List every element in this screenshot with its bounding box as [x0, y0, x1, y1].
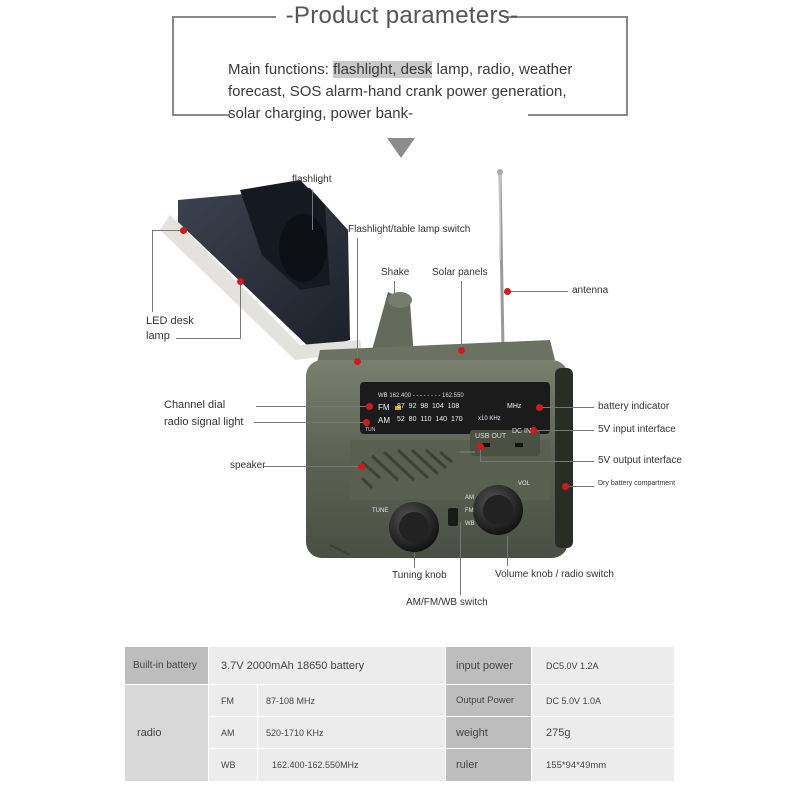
spec-label-fm: FM — [209, 685, 257, 716]
spec-value-ruler: 155*94*49mm — [532, 749, 674, 781]
speaker-grille — [360, 448, 453, 490]
spec-value-builtin-battery: 3.7V 2000mAh 18650 battery — [209, 647, 445, 684]
header-frame — [172, 16, 628, 116]
switch-am-label: AM — [465, 495, 474, 501]
band-switch — [448, 508, 458, 526]
spec-label-builtin-battery: Built-in battery — [125, 647, 208, 684]
spec-label-radio: radio — [125, 685, 208, 781]
dial-window — [360, 382, 550, 434]
label-battery-indicator: battery indicator — [598, 401, 670, 412]
main-functions-rest: lamp, radio, weather forecast, SOS alarm… — [228, 61, 573, 122]
dc-in-port-label: DC IN — [512, 428, 532, 435]
label-antenna: antenna — [572, 285, 609, 296]
tune-label: TUNE — [372, 508, 389, 514]
spec-value-output-power: DC 5.0V 1.0A — [532, 685, 674, 716]
am-band-label: AM — [378, 416, 390, 425]
spec-value-weight: 275g — [532, 717, 674, 748]
label-led-desk-lamp-1: LED desk — [146, 315, 194, 327]
spec-value-input-power: DC5.0V 1.2A — [532, 647, 674, 684]
main-functions-highlight: flashlight, desk — [333, 61, 433, 78]
label-channel-dial: Channel dial — [164, 399, 226, 411]
main-functions-prefix: Main functions: — [228, 61, 334, 78]
spec-label-am: AM — [209, 717, 257, 748]
lamp-head — [160, 180, 362, 360]
spec-value-wb: 162.400-162.550MHz — [258, 749, 445, 781]
label-5v-input: 5V input interface — [598, 424, 676, 435]
spec-label-wb: WB — [209, 749, 257, 781]
arrow-down-icon — [387, 138, 415, 158]
page-title: -Product parameters- — [285, 2, 519, 29]
switch-wb-label: WB — [465, 521, 475, 527]
usb-out-port-label: USB OUT — [475, 433, 507, 440]
label-5v-output: 5V output interface — [598, 455, 682, 466]
spec-label-ruler: ruler — [446, 749, 531, 781]
wb-scale: WB 162.400 - - - - - - - - 162.550 — [378, 393, 464, 399]
label-shake: Shake — [381, 267, 410, 278]
label-dry-battery: Dry battery compartment — [598, 480, 676, 487]
specs-table: Built-in battery 3.7V 2000mAh 18650 batt… — [125, 647, 674, 781]
radio-illustration — [160, 169, 573, 558]
label-speaker: speaker — [230, 460, 266, 471]
fm-scale: 87 92 98 104 108 — [397, 403, 460, 410]
fm-band-label: FM — [378, 403, 390, 412]
am-unit: x10 KHz — [478, 416, 501, 422]
label-solar-panels: Solar panels — [432, 267, 488, 278]
crank-handle — [372, 292, 414, 358]
label-tuning-knob: Tuning knob — [392, 570, 447, 581]
spec-label-input-power: input power — [446, 647, 531, 684]
label-radio-signal-light: radio signal light — [164, 416, 244, 428]
main-functions-text: Main functions: flashlight, desk lamp, r… — [228, 59, 588, 125]
label-flashlight: flashlight — [292, 174, 332, 185]
switch-fm-label: FM — [465, 508, 474, 514]
spec-label-output-power: Output Power — [446, 685, 531, 716]
spec-label-weight: weight — [446, 717, 531, 748]
label-led-desk-lamp-2: lamp — [146, 330, 170, 342]
label-band-switch: AM/FM/WB switch — [406, 597, 488, 608]
vol-label: VOL — [518, 481, 531, 487]
label-flashlight-switch: Flashlight/table lamp switch — [348, 224, 471, 235]
spec-value-fm: 87-108 MHz — [258, 685, 445, 716]
tun-indicator-label: TUN — [365, 427, 376, 433]
am-scale: 52 80 110 140 170 — [397, 416, 463, 423]
label-volume-knob: Volume knob / radio switch — [495, 569, 614, 580]
spec-value-am: 520-1710 KHz — [258, 717, 445, 748]
fm-unit: MHz — [507, 403, 522, 410]
